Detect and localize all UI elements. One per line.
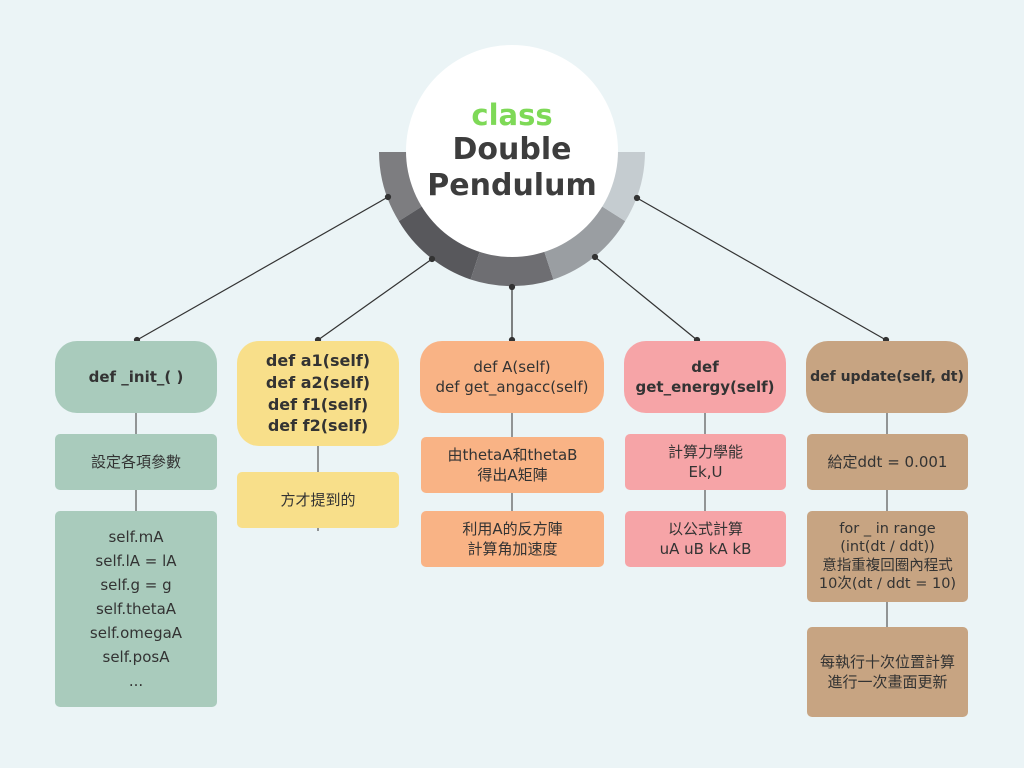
method-label-line: def f2(self) (267, 416, 369, 436)
angacc-step-2-line: 計算角加速度 (467, 540, 558, 558)
method-A-get-angacc: def A(self) def get_angacc(self) (420, 341, 604, 413)
a-f-step-1-line: 方才提到的 (280, 490, 356, 509)
class-keyword: class (471, 97, 553, 132)
init-attr-line: self.g = g (100, 576, 172, 594)
method-update-label: def update(self, dt) (810, 368, 964, 385)
method-init: def _init_( ) (55, 341, 217, 413)
update-step-1: 給定ddt = 0.001 (807, 434, 968, 490)
init-attr-line: self.posA (102, 648, 170, 666)
connector-line-5 (636, 197, 887, 341)
connector-line-4 (594, 256, 698, 341)
arc-segment-2 (398, 203, 481, 280)
update-step-2-line: 意指重複回圈內程式 (822, 557, 953, 574)
init-attr-line: self.lA = lA (95, 552, 177, 570)
init-attr-line: self.omegaA (89, 624, 183, 642)
method-get-energy-label: def get_energy(self) (635, 357, 775, 396)
arc-segment-1 (379, 152, 427, 222)
angacc-step-1-line: 由thetaA和thetaB (447, 445, 578, 464)
method-label-line: def A(self) (473, 357, 551, 376)
class-hub: class Double Pendulum (406, 45, 618, 257)
init-step-1: 設定各項參數 (55, 434, 217, 490)
method-label-line: def get_angacc(self) (435, 378, 589, 396)
a-f-step-1: 方才提到的 (237, 472, 399, 528)
init-step-2: self.mA self.lA = lA self.g = g self.the… (55, 511, 217, 707)
init-attr-line: self.thetaA (95, 600, 177, 618)
update-step-2-line: (int(dt / ddt)) (840, 539, 935, 556)
class-name-line-2: Pendulum (427, 168, 597, 204)
init-step-1-line: 設定各項參數 (90, 452, 181, 471)
arc-segment-3 (470, 248, 554, 287)
update-step-1-line: 給定ddt = 0.001 (827, 452, 948, 471)
angacc-step-1: 由thetaA和thetaB 得出A矩陣 (421, 437, 604, 493)
init-attr-line: ... (128, 672, 144, 690)
method-update: def update(self, dt) (806, 341, 968, 413)
energy-step-2: 以公式計算 uA uB kA kB (625, 511, 786, 567)
class-name-line-1: Double (452, 132, 572, 168)
energy-step-1-line: Ek,U (688, 463, 723, 481)
init-attr-line: self.mA (108, 528, 164, 546)
method-label-line: def f1(self) (267, 394, 369, 414)
angacc-step-2: 利用A的反方陣 計算角加速度 (421, 511, 604, 567)
angacc-step-2-line: 利用A的反方陣 (462, 519, 563, 538)
method-label-line: def a2(self) (265, 372, 371, 392)
arc-segment-5 (597, 152, 645, 222)
method-a1-a2-f1-f2: def a1(self) def a2(self) def f1(self) d… (237, 341, 399, 446)
angacc-step-1-line: 得出A矩陣 (477, 466, 548, 484)
connector-line-2 (317, 258, 433, 341)
update-step-3: 每執行十次位置計算 進行一次畫面更新 (807, 627, 968, 717)
energy-step-1-line: 計算力學能 (667, 442, 743, 461)
update-step-2-line: for _ in range (839, 521, 936, 538)
method-label-line: def a1(self) (265, 351, 371, 371)
method-get-energy: def get_energy(self) (624, 341, 786, 413)
energy-step-1: 計算力學能 Ek,U (625, 434, 786, 490)
update-step-2: for _ in range (int(dt / ddt)) 意指重複回圈內程式… (807, 511, 968, 602)
update-step-3-line: 每執行十次位置計算 (819, 652, 955, 671)
update-step-3-line: 進行一次畫面更新 (827, 673, 948, 691)
method-init-label: def _init_( ) (88, 367, 184, 386)
connector-line-1 (136, 196, 389, 341)
energy-step-2-line: uA uB kA kB (659, 540, 752, 558)
update-step-2-line: 10次(dt / ddt = 10) (818, 575, 957, 592)
arc-segment-4 (543, 203, 626, 280)
energy-step-2-line: 以公式計算 (667, 519, 743, 538)
